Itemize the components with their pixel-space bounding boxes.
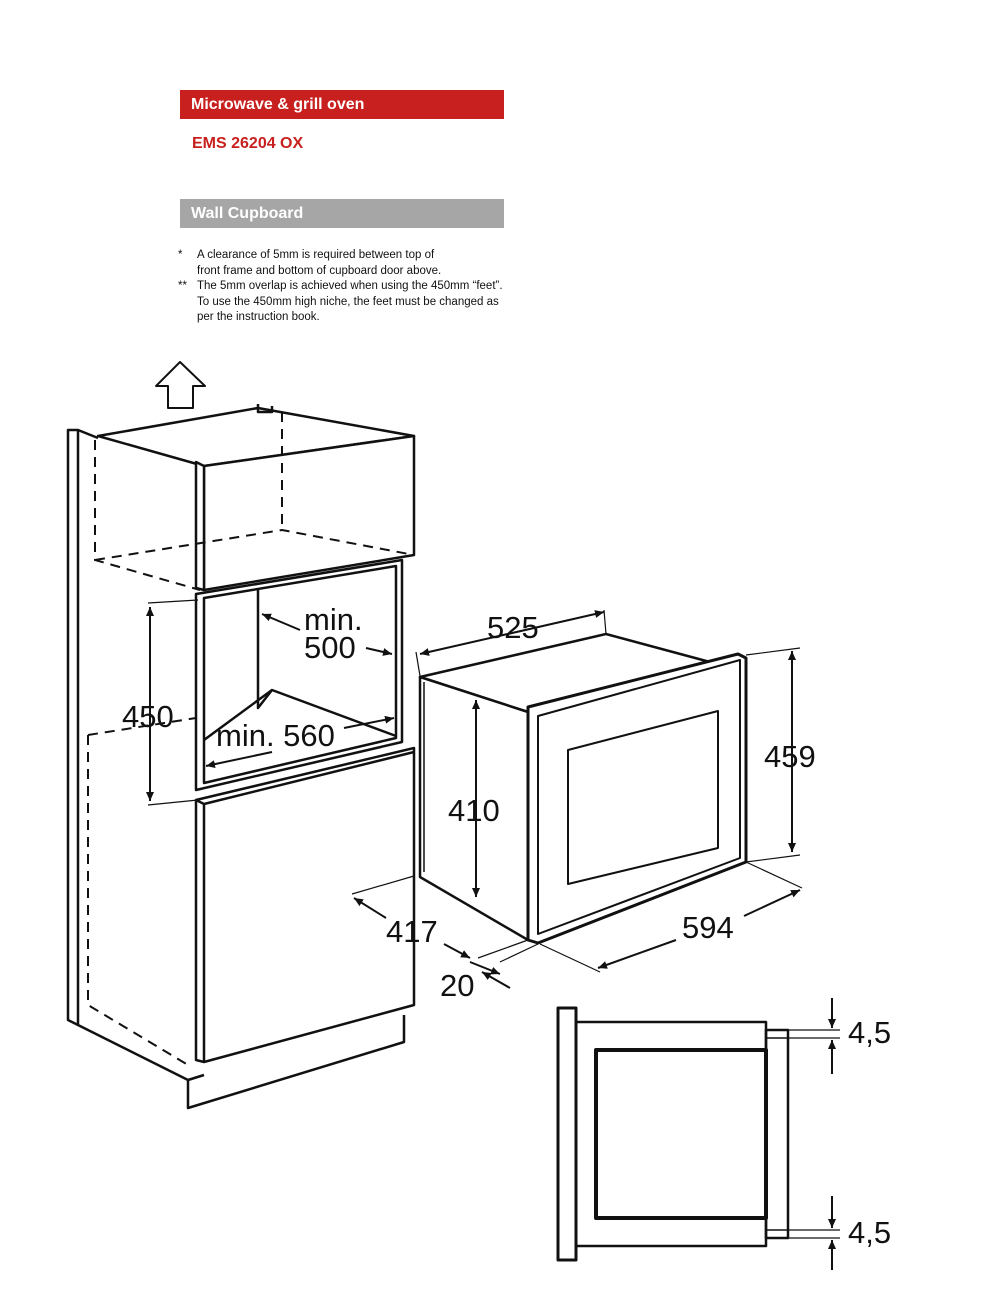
dim-oven-body-height: 410 <box>448 793 500 828</box>
arrow-oven-width-left <box>597 939 677 969</box>
dimension-arrows <box>146 607 801 989</box>
arrow-niche-depth-front <box>365 647 393 656</box>
note-marker: ** <box>178 280 187 292</box>
oven <box>418 632 748 945</box>
note-line: The 5mm overlap is achieved when using t… <box>197 280 503 292</box>
arrow-cabinet-depth-b <box>443 943 471 959</box>
arrow-niche-width-left <box>205 751 273 769</box>
arrow-frame-offset-a <box>469 961 501 975</box>
dim-frame-offset: 20 <box>440 968 474 1003</box>
dim-overlap-bottom: 4,5 <box>848 1215 891 1250</box>
tall-cabinet <box>66 404 416 1110</box>
arrow-frame-offset-b <box>481 971 511 989</box>
hidden-lines <box>87 412 415 1066</box>
note-line: per the instruction book. <box>197 311 320 323</box>
note-line: A clearance of 5mm is required between t… <box>197 249 435 261</box>
installation-notes: * A clearance of 5mm is required between… <box>178 248 503 326</box>
dim-niche-depth-line1: min. <box>304 602 363 637</box>
dimension-lines <box>147 599 803 973</box>
arrow-oven-depth <box>419 610 605 656</box>
note-double-star: ** The 5mm overlap is achieved when usin… <box>178 279 503 326</box>
note-line: To use the 450mm high niche, the feet mu… <box>197 295 499 308</box>
arrow-niche-width-right <box>343 715 395 729</box>
dim-niche-height: 450 <box>122 699 174 734</box>
up-arrow-icon <box>155 361 206 409</box>
dim-oven-frame-height: 459 <box>764 739 816 774</box>
note-marker: * <box>178 249 183 261</box>
overlap-detail <box>556 998 840 1270</box>
section-banner: Wall Cupboard <box>180 199 504 228</box>
arrow-oven-width-right <box>743 889 801 917</box>
note-single-star: * A clearance of 5mm is required between… <box>178 248 503 279</box>
note-line: front frame and bottom of cupboard door … <box>197 264 442 277</box>
arrow-niche-depth-back <box>261 613 301 631</box>
dim-oven-depth: 525 <box>487 610 539 645</box>
model-number: EMS 26204 OX <box>192 135 304 152</box>
dim-niche-width: min. 560 <box>216 718 335 753</box>
section-title: Wall Cupboard <box>191 205 304 222</box>
dim-oven-width: 594 <box>682 910 734 945</box>
title-banner: Microwave & grill oven <box>180 90 504 119</box>
arrow-cabinet-depth-a <box>353 897 387 919</box>
dim-niche-depth-line2: 500 <box>304 630 356 665</box>
dim-overlap-top: 4,5 <box>848 1015 891 1050</box>
product-title: Microwave & grill oven <box>191 96 365 113</box>
dim-cabinet-depth: 417 <box>386 914 438 949</box>
